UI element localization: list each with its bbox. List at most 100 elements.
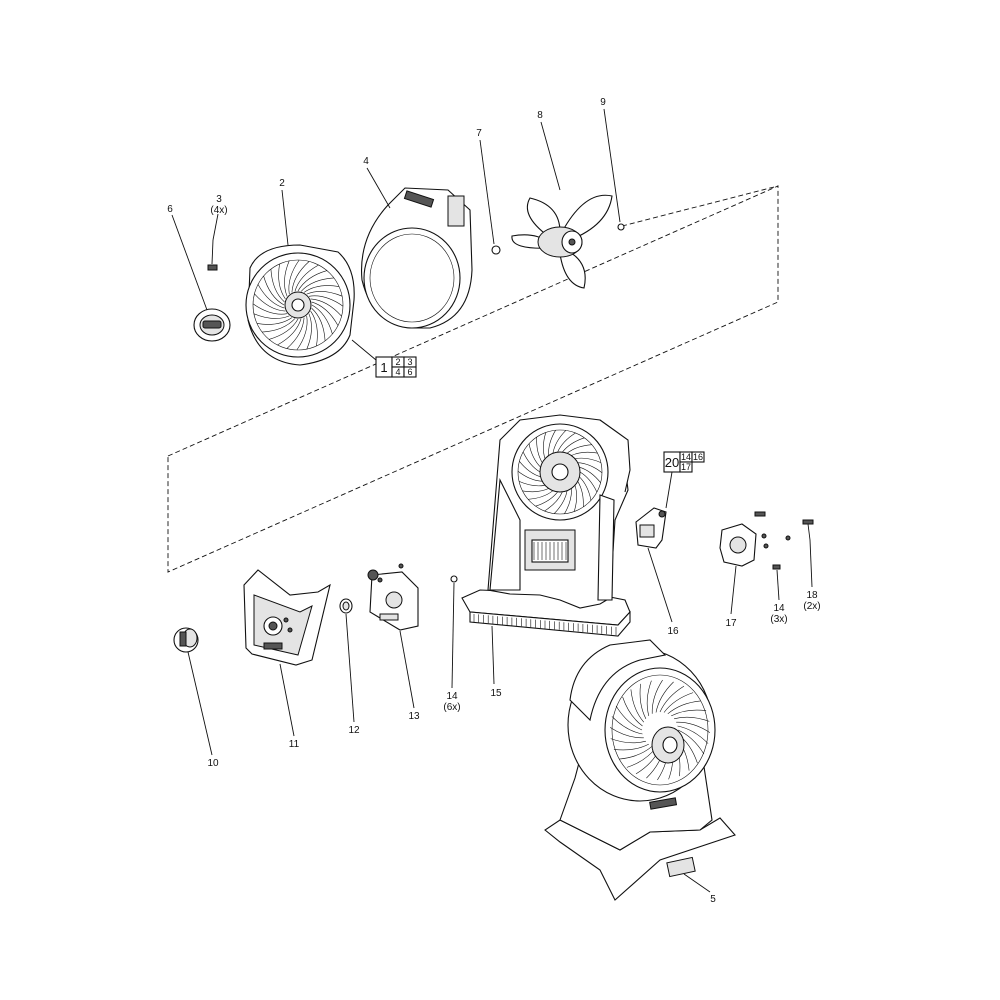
spoke [311,301,339,326]
spoke [646,680,652,716]
spoke [294,264,319,292]
callout-14-b: 14 [773,603,785,614]
part-9-washer [617,223,625,231]
part-14-screw-a [450,575,458,583]
spoke [270,269,285,303]
kit-20-item-a: 14 [681,452,691,462]
spoke [552,430,567,454]
callout-18: 18 [806,590,818,601]
spoke [311,304,333,335]
spoke [674,716,710,722]
spoke [671,709,707,717]
callout-6: 6 [167,204,173,215]
spoke [296,315,308,351]
callout-labels: 2 3 (4x) 4 6 7 8 9 10 11 12 13 14 (6x) 1… [167,97,820,905]
callout-14-b-qty: (3x) [770,614,787,625]
spoke [663,692,694,713]
kit-20-main: 20 [665,455,679,470]
spoke [522,451,541,473]
spoke [577,462,603,473]
spoke [291,261,310,293]
spoke [655,681,674,713]
assembled-spokes [609,679,711,781]
motor-ribs [533,542,567,560]
spoke [566,444,592,454]
kit-1-main: 1 [380,360,387,375]
spoke [535,491,558,507]
spoke [288,259,300,295]
spoke [651,679,663,714]
kit-box-1 [375,356,417,378]
spoke [639,683,647,719]
spoke [268,318,299,340]
spoke [263,275,285,306]
kit-20-item-b: 16 [693,452,703,462]
spoke [528,443,541,468]
part-13-switch-board [367,563,419,631]
callout-10: 10 [207,758,219,769]
spoke [277,318,302,346]
spoke [306,313,312,350]
part-7-nut [491,245,501,255]
callout-3: 3 [216,194,222,205]
spoke [519,461,541,478]
spoke [615,705,643,731]
part-15-motor-housing [461,414,631,637]
spoke [548,430,556,456]
spoke [528,490,554,500]
part-14-screw-b [772,564,781,570]
spoke [676,721,711,733]
kit-1-item-d: 6 [407,367,412,377]
part-5-assembled-fan [544,639,736,901]
spoke [677,729,705,755]
callout-12: 12 [348,725,360,736]
callout-8: 8 [537,110,543,121]
assembly-boundary-line [167,185,779,573]
part-18-screw [802,519,814,541]
spoke [303,285,340,293]
spoke [252,303,288,315]
spoke [677,725,709,744]
grille-spokes [252,259,344,351]
callout-2: 2 [279,178,285,189]
callout-4: 4 [363,156,369,167]
kit-1-item-c: 4 [395,367,400,377]
spoke [257,284,285,309]
spoke [278,263,286,300]
spoke [622,696,643,727]
spoke [557,432,576,453]
spoke [262,318,296,333]
callout-7: 7 [476,128,482,139]
spoke [659,685,685,713]
part-16-bracket [635,507,667,549]
part-10-knob [173,627,199,653]
spoke [544,491,563,512]
spoke [577,481,584,508]
spoke [579,476,592,501]
kit-labels: 1 2 3 4 6 20 14 16 17 [380,357,703,472]
spoke [310,310,318,347]
part-8-fan-blade [511,194,613,289]
shaft-axis-line [621,185,779,227]
callout-17: 17 [725,618,737,629]
spoke [579,471,598,493]
part-17-gearbox [719,511,791,567]
spoke [284,260,290,297]
kit-1-item-b: 3 [407,357,412,367]
spoke [517,471,543,482]
spoke [543,432,547,459]
part-6-cap [193,308,231,342]
callout-14-a-qty: (6x) [443,702,460,713]
spoke [579,466,601,483]
housing-spokes [517,430,603,514]
spoke [300,277,334,292]
callout-16: 16 [667,626,679,637]
spoke [286,317,305,349]
spoke [306,291,343,297]
kit-20-item-c: 17 [681,462,691,472]
spoke [562,437,585,453]
spoke [308,295,344,307]
callout-15: 15 [490,688,502,699]
callout-5: 5 [710,894,716,905]
